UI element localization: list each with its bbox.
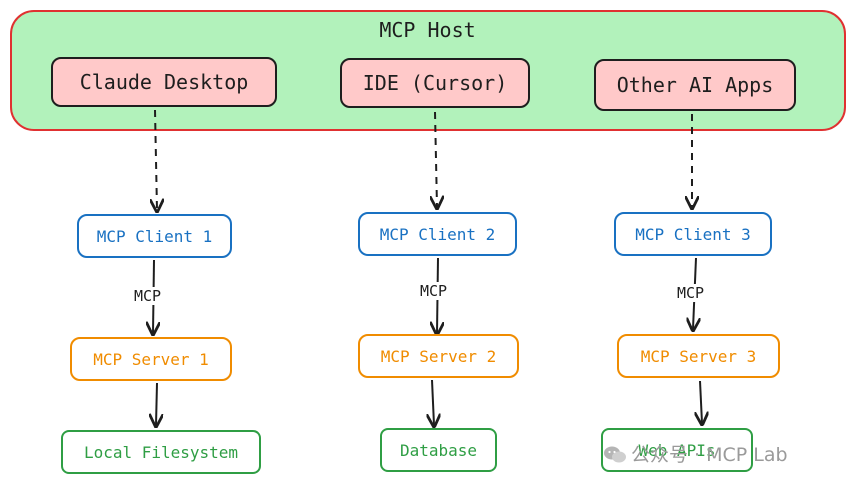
arrow-app2-client2 — [435, 111, 437, 207]
resource-database: Database — [380, 428, 497, 472]
mcp-host-title: MCP Host — [379, 18, 476, 42]
mcp-server-3: MCP Server 3 — [617, 334, 780, 378]
watermark: 公众号 · MCP Lab — [603, 440, 788, 467]
mcp-server-2: MCP Server 2 — [358, 334, 519, 378]
resource-local-filesystem: Local Filesystem — [61, 430, 261, 474]
protocol-label-2: MCP — [418, 282, 450, 300]
mcp-client-3: MCP Client 3 — [614, 212, 772, 256]
mcp-server-1: MCP Server 1 — [70, 337, 232, 381]
mcp-client-2: MCP Client 2 — [358, 212, 517, 256]
resource-web-apis: Web APIs — [601, 428, 753, 472]
watermark-text: 公众号 · MCP Lab — [631, 444, 788, 466]
protocol-label-1: MCP — [132, 287, 164, 305]
arrow-server2-resource2 — [432, 379, 434, 425]
app-claude-desktop: Claude Desktop — [51, 57, 277, 107]
app-ide-cursor: IDE (Cursor) — [340, 58, 530, 108]
app-other-ai-apps: Other AI Apps — [594, 59, 796, 111]
wechat-icon — [603, 445, 626, 463]
protocol-label-3: MCP — [675, 284, 707, 302]
arrow-server1-resource1 — [156, 382, 157, 425]
mcp-client-1: MCP Client 1 — [77, 214, 232, 258]
arrow-app1-client1 — [155, 109, 157, 210]
arrow-server3-resource3 — [700, 380, 702, 423]
